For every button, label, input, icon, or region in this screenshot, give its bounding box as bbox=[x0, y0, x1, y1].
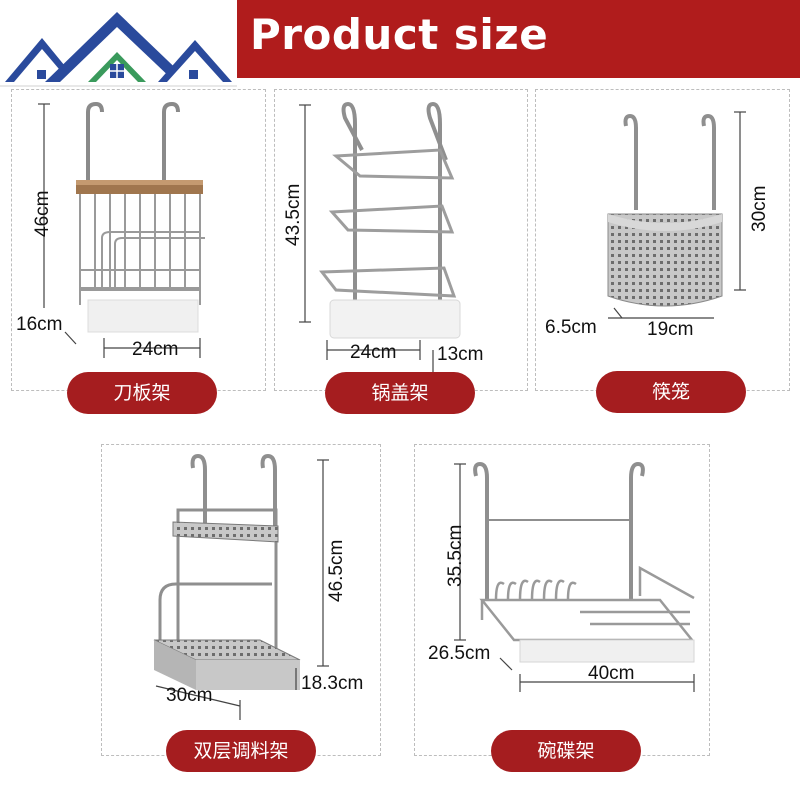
lid-rack-width: 24cm bbox=[350, 342, 397, 363]
chopstick-holder-depth: 6.5cm bbox=[545, 317, 597, 338]
brand-logo bbox=[0, 0, 237, 90]
dish-rack-height: 35.5cm bbox=[445, 524, 466, 587]
knife-rack-width: 24cm bbox=[132, 339, 179, 360]
lid-rack-height: 43.5cm bbox=[283, 183, 304, 246]
spice-rack-height: 46.5cm bbox=[326, 539, 347, 602]
knife-rack-depth: 16cm bbox=[16, 314, 63, 335]
product-label-spice-rack: 双层调料架 bbox=[166, 730, 316, 772]
chopstick-holder-width: 19cm bbox=[647, 319, 694, 340]
spice-rack-depth: 18.3cm bbox=[301, 673, 364, 694]
product-label-dish-rack: 碗碟架 bbox=[491, 730, 641, 772]
chopstick-holder-height: 30cm bbox=[749, 185, 770, 232]
product-label-knife-rack: 刀板架 bbox=[67, 372, 217, 414]
dish-rack-width: 40cm bbox=[588, 663, 635, 684]
page-title: Product size bbox=[250, 10, 549, 59]
lid-rack-depth: 13cm bbox=[437, 344, 484, 365]
header-banner bbox=[237, 0, 800, 78]
product-label-chopstick-holder: 筷笼 bbox=[596, 371, 746, 413]
product-label-lid-rack: 锅盖架 bbox=[325, 372, 475, 414]
dish-rack-depth: 26.5cm bbox=[428, 643, 491, 664]
knife-rack-image bbox=[86, 101, 180, 186]
knife-rack-height: 46cm bbox=[32, 190, 53, 237]
spice-rack-width: 30cm bbox=[166, 685, 213, 706]
